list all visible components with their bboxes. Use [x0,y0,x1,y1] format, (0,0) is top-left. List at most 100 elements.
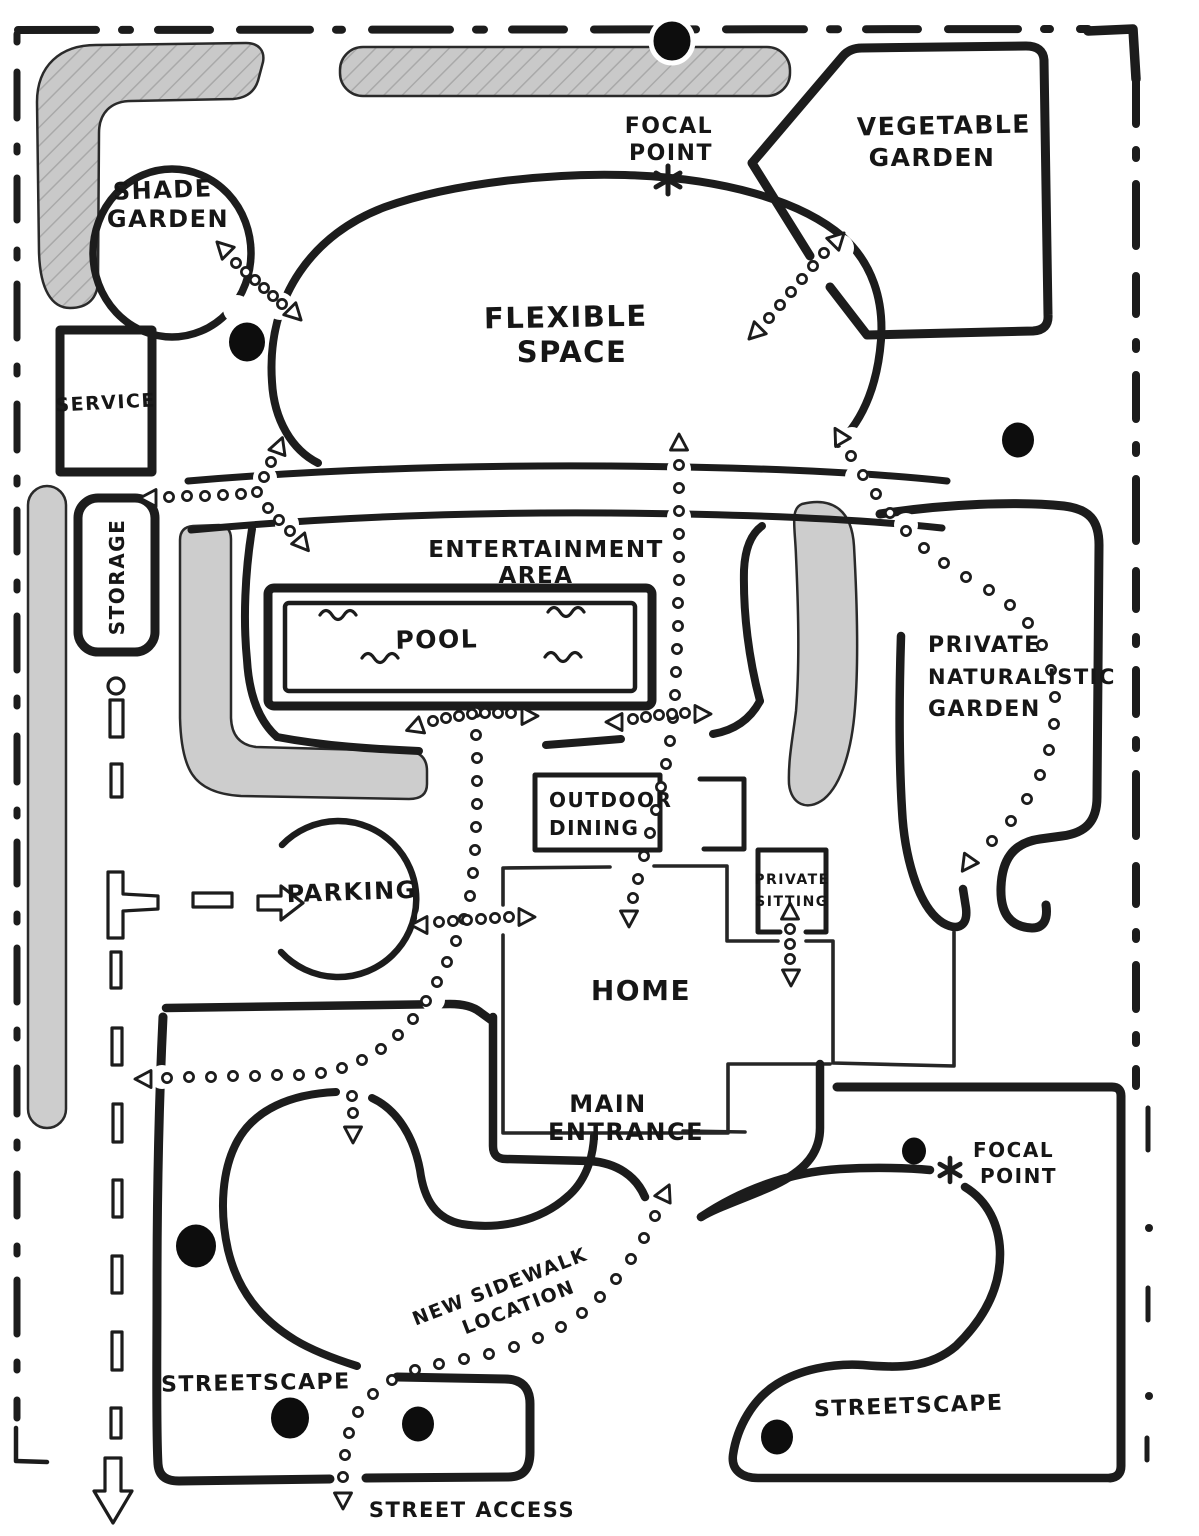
footpath-dot-icon [508,1341,520,1353]
street-direction-arrow-icon [92,1456,134,1525]
footpath-dot-icon [673,574,685,586]
courtyard-wall [488,1012,650,1202]
footpath-dot-icon [1005,815,1017,827]
footpath-arrowhead-icon [520,706,540,726]
private-garden-label-2: NATURALISTIC [928,665,1116,689]
footpath-dot-icon [249,274,261,286]
private-garden-outline [875,499,1104,933]
footpath-dot-icon [392,1029,404,1041]
footpath-dot-icon [293,1069,305,1081]
footpath-dot-icon [466,708,478,720]
footpath-dot-icon [235,488,247,500]
footpath-dot-icon [409,1364,421,1376]
footpath-dot-icon [420,995,432,1007]
footpath-arrowhead-icon [138,488,158,508]
footpath-dot-icon [433,1358,445,1370]
footpath-dot-icon [163,491,175,503]
private-garden-west-wall [895,631,971,932]
parking-entry-arrow-icon [256,884,305,922]
footpath-dot-icon [464,890,476,902]
footpath-dot-icon [337,1471,349,1483]
footpath-dot-icon [471,775,483,787]
tree-dot [402,1406,434,1442]
footpath-dot-icon [673,482,685,494]
footpath-dot-icon [983,584,995,596]
berm-street-strip [26,484,68,1130]
parking-label: PARKING [286,876,417,909]
footpath-arrowhead-icon [825,231,846,252]
main-entrance-label-2: ENTRANCE [548,1118,704,1146]
footpath-dot-icon [653,709,665,721]
tree-dot [271,1397,309,1439]
footpath-dot-icon [199,490,211,502]
footpath-dot-icon [505,707,517,719]
entertainment-east-wall [739,522,766,705]
shade-garden-label-2: GARDEN [107,205,229,233]
footpath-dot-icon [632,873,644,885]
footpath-arrowhead-icon [133,1069,153,1089]
storage-label: STORAGE [105,519,129,636]
footpath-arrowhead-icon [669,432,689,452]
footpath-dot-icon [870,488,882,500]
footpath-dot-icon [503,911,515,923]
footpath-dot-icon [650,804,662,816]
outdoor-dining-bracket [697,776,747,852]
entertainment-north-line-2 [187,509,946,534]
flexible-space-label-2: SPACE [517,335,628,369]
entrance-west-wall [696,1059,825,1222]
footpath-dot-icon [1021,793,1033,805]
footpath-dot-icon [986,835,998,847]
focal-point-asterisk-icon [653,163,683,197]
pool-wave-icons [318,605,586,665]
road-centerline-dash-icon [109,1406,123,1440]
footpath-dot-icon [784,923,796,935]
service-outline [55,325,157,477]
berm-top-center [338,45,792,98]
focal-point-bottom-label-2: POINT [980,1164,1057,1188]
road-centerline-dash-icon [110,1330,124,1372]
footpath-dot-icon [230,257,242,269]
road-centerline-dash-icon [109,950,123,990]
footpath-dot-icon [251,486,263,498]
footpath-dot-icon [610,1273,622,1285]
footpath-arrowhead-icon [833,426,852,448]
footpath-dot-icon [431,976,443,988]
boundary-corner [1083,24,1141,84]
footpath-dot-icon [267,290,279,302]
footpath-arrowhead-icon [781,968,801,988]
footpath-dot-icon [532,1332,544,1344]
berm-private-garden [787,500,859,807]
southwest-yard-top-wall [161,999,496,1025]
footpath-arrowhead-icon [343,1125,363,1145]
footpath-dot-icon [271,1069,283,1081]
footpath-dot-icon [479,707,491,719]
road-centerline-dash-icon [108,698,125,739]
footpath-dot-icon [644,827,656,839]
footpath-dot-icon [217,489,229,501]
private-garden-label-3: GARDEN [928,697,1041,722]
street-access-label: STREET ACCESS [369,1498,575,1522]
tree-dot [648,16,696,66]
road-tee-icon [106,870,160,940]
footpath-dot-icon [375,1043,387,1055]
outdoor-dining-label-1: OUTDOOR [549,788,672,812]
footpath-arrowhead-icon [290,531,310,553]
footpath-arrowhead-icon [653,1183,672,1205]
footpath-arrowhead-icon [517,907,537,927]
road-centerline-dot [106,676,126,696]
footpath-dot-icon [240,266,252,278]
footpath-dot-icon [900,525,912,537]
footpath-arrowhead-icon [282,301,303,322]
circulation-paths [133,231,1061,1511]
footpath-dot-icon [346,1090,358,1102]
footpath-arrowhead-icon [604,712,624,732]
footpath-dot-icon [763,312,775,324]
entertainment-west-wall [240,525,281,741]
southeast-yard-boundary [832,1082,1126,1483]
footpath-arrowhead-icon [267,436,287,457]
service-label: SERVICE [55,389,157,416]
footpath-dot-icon [673,551,685,563]
footpath-dot-icon [960,571,972,583]
footpath-dot-icon [343,1427,355,1439]
footpath-dot-icon [467,867,479,879]
